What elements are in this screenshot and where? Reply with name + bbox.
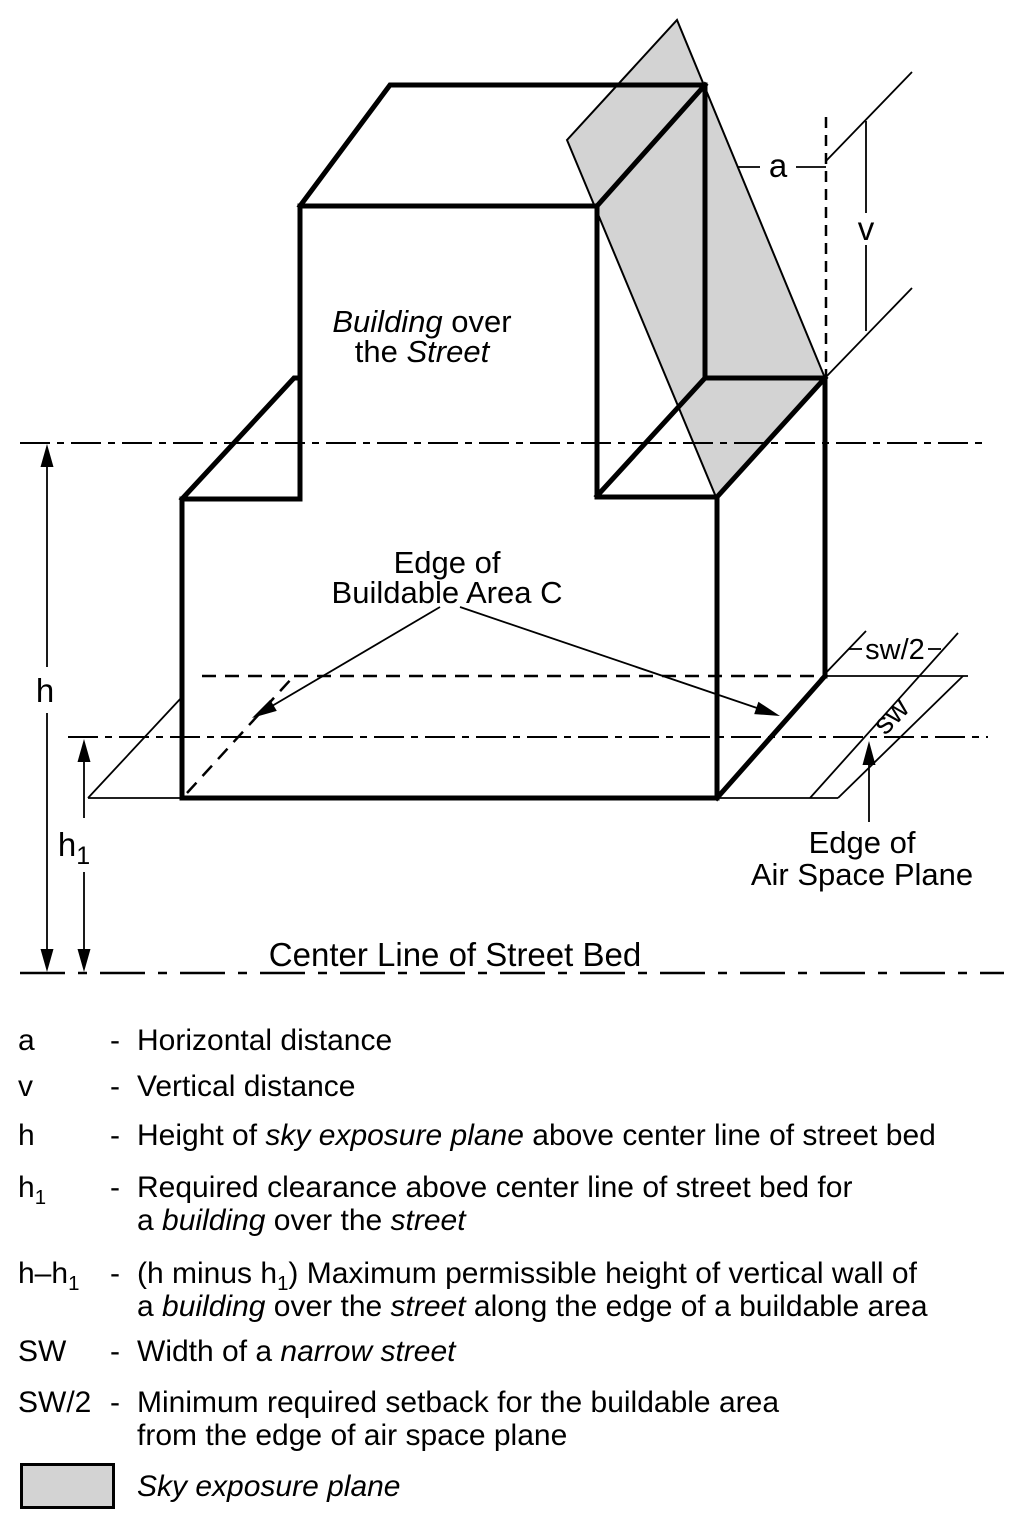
buildable-area-left-edge — [186, 676, 294, 794]
edge-of-airspace-label: Edge of — [809, 825, 916, 860]
h-arrow-up-icon — [40, 444, 54, 467]
center-line-label: Center Line of Street Bed — [269, 936, 641, 973]
building-over-street-label: Building over — [332, 304, 511, 339]
edge-of-buildable-label: Edge of — [394, 545, 501, 580]
roof-right-edge — [593, 81, 709, 210]
roof-left-and-back-edge — [296, 82, 708, 210]
legend-definition-line: from the edge of air space plane — [137, 1419, 568, 1452]
legend-definition-line: Minimum required setback for the buildab… — [137, 1386, 779, 1419]
sw2-left-tick — [819, 630, 867, 680]
legend-row-h-minus-h1: h–h1-(h minus h1) Maximum permissible he… — [0, 1257, 1020, 1323]
legend-term: SW — [18, 1335, 67, 1368]
air-space-plane-edge-line — [809, 632, 959, 799]
legend-term: h — [18, 1119, 35, 1152]
legend-definition: Horizontal distance — [137, 1024, 1020, 1057]
street-left-depth-line — [87, 696, 183, 799]
legend-definition-line: Height of sky exposure plane above cente… — [137, 1119, 936, 1152]
legend-definition: Required clearance above center line of … — [137, 1171, 1020, 1237]
legend-row-h1: h1 -Required clearance above center line … — [0, 1171, 1020, 1237]
h1-arrow-up-icon — [77, 739, 91, 762]
legend-row-h: h -Height of sky exposure plane above cen… — [0, 1119, 1020, 1152]
legend-definition-line: a building over the street — [137, 1204, 466, 1237]
legend-row-sw2: SW/2-Minimum required setback for the bu… — [0, 1386, 1020, 1452]
legend-definition-line: (h minus h1) Maximum permissible height … — [137, 1257, 917, 1295]
buildable-right-arrow-icon — [754, 701, 780, 716]
buildable-leader-left — [271, 606, 441, 707]
tower-bottom-depth-edge — [593, 374, 709, 500]
legend-definition: Width of a narrow street — [137, 1335, 1020, 1368]
h-arrow-down-icon — [40, 949, 54, 972]
legend-dash: - — [110, 1257, 120, 1290]
dim-sw2-label: sw/2 — [865, 634, 925, 666]
legend-definition: Sky exposure plane — [137, 1458, 1020, 1503]
legend-row-v: v -Vertical distance — [0, 1070, 1020, 1103]
legend-definition-line: Width of a narrow street — [137, 1335, 456, 1368]
base-left-roof-slant — [178, 375, 303, 503]
sky-exposure-plane-swatch — [20, 1463, 115, 1509]
airspace-arrow-up-icon — [862, 741, 876, 765]
buildable-leader-right — [459, 606, 758, 709]
legend-term: a — [18, 1024, 35, 1057]
zoning-diagram: Building over the Street Edge of Buildab… — [20, 18, 1004, 975]
legend-definition-line: Sky exposure plane — [137, 1470, 401, 1503]
legend-dash: - — [110, 1386, 120, 1419]
legend-definition: (h minus h1) Maximum permissible height … — [137, 1257, 1020, 1323]
lower-diagonal-extension — [824, 287, 913, 379]
h1-arrow-down-icon — [77, 949, 91, 972]
legend-dash: - — [110, 1024, 120, 1057]
legend-definition: Vertical distance — [137, 1070, 1020, 1103]
legend-dash: - — [110, 1171, 120, 1204]
dim-h1-label: h1 — [58, 826, 90, 870]
legend-row-sky-exposure-plane: Sky exposure plane — [0, 1458, 1020, 1509]
thin-lines — [46, 71, 968, 950]
dim-a-label: a — [769, 147, 788, 184]
legend-definition-line: Vertical distance — [137, 1070, 356, 1103]
legend-dash: - — [110, 1119, 120, 1152]
legend-dash: - — [110, 1070, 120, 1103]
legend-definition-line: Required clearance above center line of … — [137, 1171, 853, 1204]
legend-definition: Height of sky exposure plane above cente… — [137, 1119, 1020, 1152]
dim-v-label: v — [858, 210, 875, 247]
legend-row-a: a -Horizontal distance — [0, 1024, 1020, 1057]
building-over-street-label-line2: the Street — [355, 334, 491, 369]
legend-definition-line: Horizontal distance — [137, 1024, 393, 1057]
buildable-left-arrow-icon — [252, 699, 277, 718]
dim-h-label: h — [36, 672, 54, 709]
legend-term: h–h1 — [18, 1257, 80, 1295]
legend-row-sw: SW -Width of a narrow street — [0, 1335, 1020, 1368]
legend-term: h1 — [18, 1171, 47, 1209]
building-edges — [178, 81, 829, 802]
upper-diagonal-extension — [825, 71, 913, 162]
arrowheads — [40, 444, 876, 972]
edge-of-airspace-label-line2: Air Space Plane — [751, 857, 973, 892]
legend-term: v — [18, 1070, 33, 1103]
dash-dot-lines — [20, 442, 988, 738]
hidden-dashed-lines — [186, 117, 828, 794]
legend-dash: - — [110, 1335, 120, 1368]
base-right-roof-slant — [713, 374, 829, 501]
dim-sw-label: sw — [867, 692, 916, 742]
legend-definition: Minimum required setback for the buildab… — [137, 1386, 1020, 1452]
legend-term: SW/2 — [18, 1386, 92, 1419]
edge-of-buildable-label-line2: Buildable Area C — [332, 575, 563, 610]
legend-definition-line: a building over the street along the edg… — [137, 1290, 928, 1323]
